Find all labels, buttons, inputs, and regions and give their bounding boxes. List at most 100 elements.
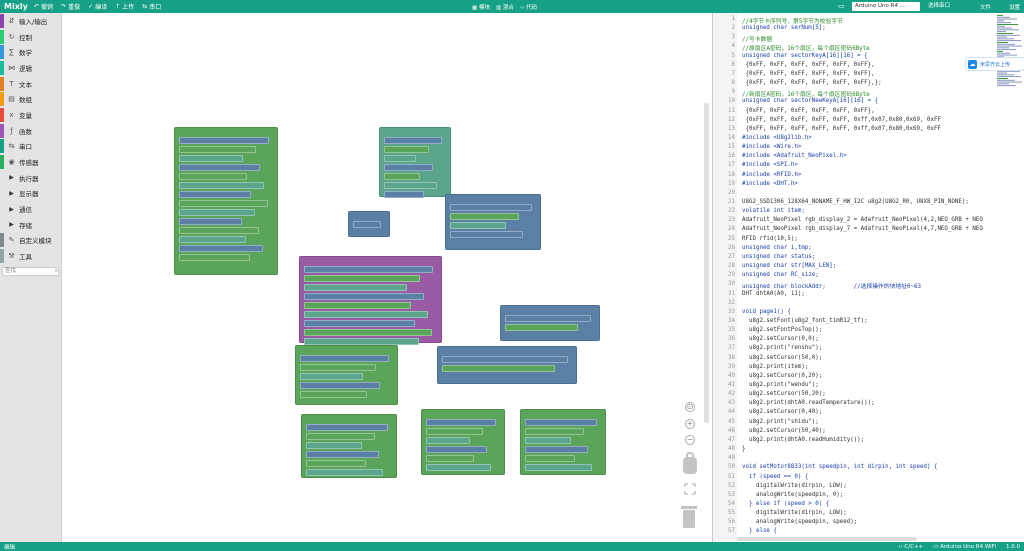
code-line[interactable]: //原扇区A密码，16个扇区，每个扇区密码6Byte — [742, 46, 870, 53]
block-statement[interactable] — [450, 222, 506, 229]
block-statement[interactable] — [426, 464, 491, 471]
code-line[interactable]: analogWrite(speedpin, 0); — [742, 491, 844, 498]
block-if-c[interactable] — [295, 345, 398, 405]
code-line[interactable]: unsigned char str[MAX_LEN]; — [742, 263, 837, 270]
block-statement[interactable] — [304, 266, 433, 273]
block-statement[interactable] — [179, 173, 247, 180]
block-statement[interactable] — [300, 382, 380, 389]
block-statement[interactable] — [304, 329, 432, 336]
block-statement[interactable] — [426, 437, 470, 444]
block-statement[interactable] — [525, 419, 597, 426]
code-line[interactable]: } else if (speed > 0) { — [742, 500, 830, 507]
block-statement[interactable] — [179, 200, 268, 207]
code-line[interactable]: if (speed == 0) { — [742, 473, 809, 480]
block-statement[interactable] — [306, 442, 362, 449]
block-statement[interactable] — [525, 455, 575, 462]
code-line[interactable]: Adafruit_NeoPixel rgb_display_2 = Adafru… — [742, 217, 983, 224]
redo-button[interactable]: ↷重做 — [61, 3, 81, 11]
code-line[interactable]: unsigned char i,tmp; — [742, 244, 812, 251]
block-statement[interactable] — [179, 191, 251, 198]
block-statement[interactable] — [525, 446, 588, 453]
block-statement[interactable] — [179, 236, 246, 243]
block-statement[interactable] — [304, 293, 424, 300]
block-statement[interactable] — [426, 446, 487, 453]
code-minimap[interactable] — [995, 13, 1024, 93]
cloud-upload-button[interactable]: ☁ 米思齐云上传 — [965, 57, 1024, 71]
upload-button[interactable]: ↑上传 — [115, 3, 135, 11]
block-setup[interactable] — [174, 127, 278, 275]
block-statement[interactable] — [384, 173, 420, 180]
block-statement[interactable] — [304, 338, 419, 345]
block-statement[interactable] — [179, 137, 269, 144]
code-line[interactable]: unsigned char serNum[5]; — [742, 25, 826, 32]
code-line[interactable]: {0xFF, 0xFF, 0xFF, 0xFF, 0xFF, 0xff,0x07… — [742, 116, 941, 123]
block-event-a[interactable] — [379, 127, 451, 198]
block-statement[interactable] — [306, 451, 379, 458]
block-statement[interactable] — [306, 424, 388, 431]
block-statement[interactable] — [300, 391, 367, 398]
code-line[interactable]: u8g2.print("renshu"); — [742, 345, 823, 352]
code-line[interactable]: digitalWrite(dirpin, LOW); — [742, 510, 847, 517]
block-statement[interactable] — [353, 221, 381, 228]
block-statement[interactable] — [426, 455, 474, 462]
toolbox-category-9[interactable]: ◉传感器 — [0, 154, 61, 170]
block-statement[interactable] — [306, 460, 366, 467]
block-statement[interactable] — [179, 164, 260, 171]
code-line[interactable]: #include <SPI.h> — [742, 162, 798, 169]
code-line[interactable]: unsigned char RC_size; — [742, 272, 819, 279]
compile-button[interactable]: ✓编译 — [88, 3, 108, 11]
toolbox-category-13[interactable]: ▶存储 — [0, 217, 61, 233]
block-variable[interactable] — [348, 211, 390, 237]
code-line[interactable]: //4字节卡序列号，第5字节为校验字节 — [742, 19, 843, 25]
code-line[interactable]: //新扇区A密码，16个扇区，每个扇区密码6Byte — [742, 92, 870, 99]
block-loop-a[interactable] — [301, 414, 397, 478]
block-statement[interactable] — [384, 146, 429, 153]
tab-mixed[interactable]: ▥ 混合 — [495, 4, 514, 11]
block-statement[interactable] — [306, 433, 375, 440]
toolbox-category-15[interactable]: ⚒工具 — [0, 248, 61, 264]
toolbox-category-10[interactable]: ▶执行器 — [0, 170, 61, 186]
tab-blocks[interactable]: ▦ 模块 — [472, 4, 490, 11]
block-statement[interactable] — [384, 137, 442, 144]
block-statement[interactable] — [179, 218, 242, 225]
code-line[interactable]: unsigned char sectorKeyA[16][16] = { — [742, 52, 868, 59]
block-statement[interactable] — [300, 355, 389, 362]
code-line[interactable]: unsigned char blockAddr; //选择操作的块地址0~63 — [742, 284, 921, 291]
toolbox-search[interactable]: 查找 ⌕ — [2, 267, 59, 276]
code-line[interactable]: u8g2.print("shidu"); — [742, 418, 819, 425]
block-if-d[interactable] — [437, 346, 577, 384]
port-select[interactable]: 选择串口 — [928, 3, 951, 9]
block-statement[interactable] — [384, 155, 416, 162]
recenter-icon[interactable]: ⊙ — [685, 402, 695, 412]
block-statement[interactable] — [179, 245, 263, 252]
code-line[interactable]: {0xFF, 0xFF, 0xFF, 0xFF, 0xFF, 0xFF}, — [742, 107, 875, 114]
code-line[interactable]: u8g2.setCursor(50,20); — [742, 391, 826, 398]
block-statement[interactable] — [179, 182, 264, 189]
block-statement[interactable] — [304, 320, 415, 327]
blockly-workspace[interactable]: ⊙ + − — [63, 13, 710, 542]
code-line[interactable]: unsigned char status; — [742, 253, 816, 260]
code-line[interactable]: u8g2.setCursor(50,40); — [742, 427, 826, 434]
code-line[interactable]: u8g2.print("wendu"); — [742, 382, 819, 388]
block-loop-b[interactable] — [421, 409, 505, 475]
block-statement[interactable] — [525, 464, 592, 471]
toolbox-category-1[interactable]: ↻控制 — [0, 29, 61, 45]
block-loop-c[interactable] — [520, 409, 606, 475]
block-statement[interactable] — [450, 204, 532, 211]
block-statement[interactable] — [304, 302, 411, 309]
block-display[interactable] — [299, 256, 442, 345]
block-statement[interactable] — [179, 146, 256, 153]
block-statement[interactable] — [505, 315, 591, 322]
code-line[interactable]: void page1() { — [742, 308, 791, 315]
code-line[interactable]: u8g2.setCursor(0,0); — [742, 336, 819, 343]
code-line[interactable]: digitalWrite(dirpin, LOW); — [742, 482, 847, 489]
toolbox-category-2[interactable]: ∑数学 — [0, 44, 61, 60]
block-statement[interactable] — [179, 254, 250, 261]
code-line[interactable]: {0xFF, 0xFF, 0xFF, 0xFF, 0xFF, 0xFF}, — [742, 70, 875, 77]
code-line[interactable]: u8g2.print(dhtA0.readTemperature()); — [742, 400, 875, 407]
code-line[interactable]: U8G2_SSD1306_128X64_NONAME_F_HW_I2C u8g2… — [742, 199, 969, 205]
menu-settings[interactable]: 设置 — [1008, 4, 1020, 11]
